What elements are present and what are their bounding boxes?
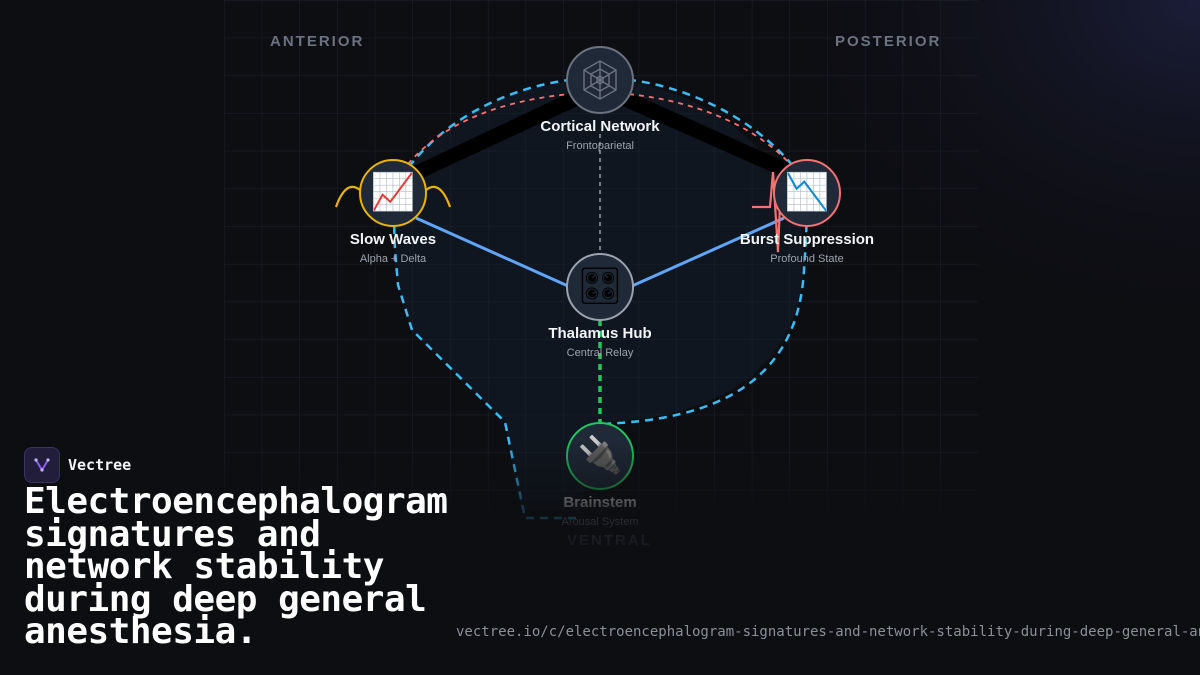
cortical-to-burst-link — [618, 90, 792, 178]
burst-thalamus-link — [631, 216, 785, 288]
cortical-node-subtitle: Frontoparietal — [566, 140, 634, 152]
burst-node-title: Burst Suppression — [739, 231, 875, 248]
brainstem-node-subtitle: Arousal System — [561, 516, 639, 528]
posterior-label: POSTERIOR — [835, 33, 942, 50]
anterior-label: ANTERIOR — [270, 33, 365, 50]
plug-icon: 🔌 — [577, 435, 623, 476]
page-url[interactable]: vectree.io/c/electroencephalogram-signat… — [456, 624, 1200, 640]
thalamus-node-ring[interactable] — [566, 253, 634, 321]
brand[interactable]: Vectree — [24, 447, 131, 483]
slow-wave-pulse — [334, 185, 452, 208]
spider-web-icon — [583, 60, 617, 100]
thalamus-node-subtitle: Central Relay — [566, 347, 634, 359]
burst-node-ring[interactable] — [773, 159, 841, 227]
cortical-node-title: Cortical Network — [540, 118, 660, 135]
chart-decreasing-icon: 📉 — [784, 172, 830, 213]
burst-node-subtitle: Profound State — [770, 253, 844, 265]
ventral-label: VENTRAL — [567, 532, 652, 549]
thalamus-node-title: Thalamus Hub — [548, 325, 652, 342]
vectree-logo-icon — [24, 447, 60, 483]
slow-waves-node-ring[interactable] — [359, 159, 427, 227]
control-knobs-icon: 🎛 — [577, 266, 623, 307]
slow-waves-node-title: Slow Waves — [349, 231, 437, 248]
chart-increasing-icon: 📈 — [370, 172, 416, 213]
cortical-to-slow-waves-link — [410, 90, 582, 180]
brand-name: Vectree — [68, 456, 132, 474]
page-title: Electroencephalogram signatures and netw… — [24, 481, 448, 652]
brainstem-node-title: Brainstem — [563, 494, 637, 511]
brain-outline-dashed — [393, 76, 808, 520]
slow-waves-node-subtitle: Alpha + Delta — [359, 253, 427, 265]
slow-waves-thalamus-link — [415, 216, 569, 288]
